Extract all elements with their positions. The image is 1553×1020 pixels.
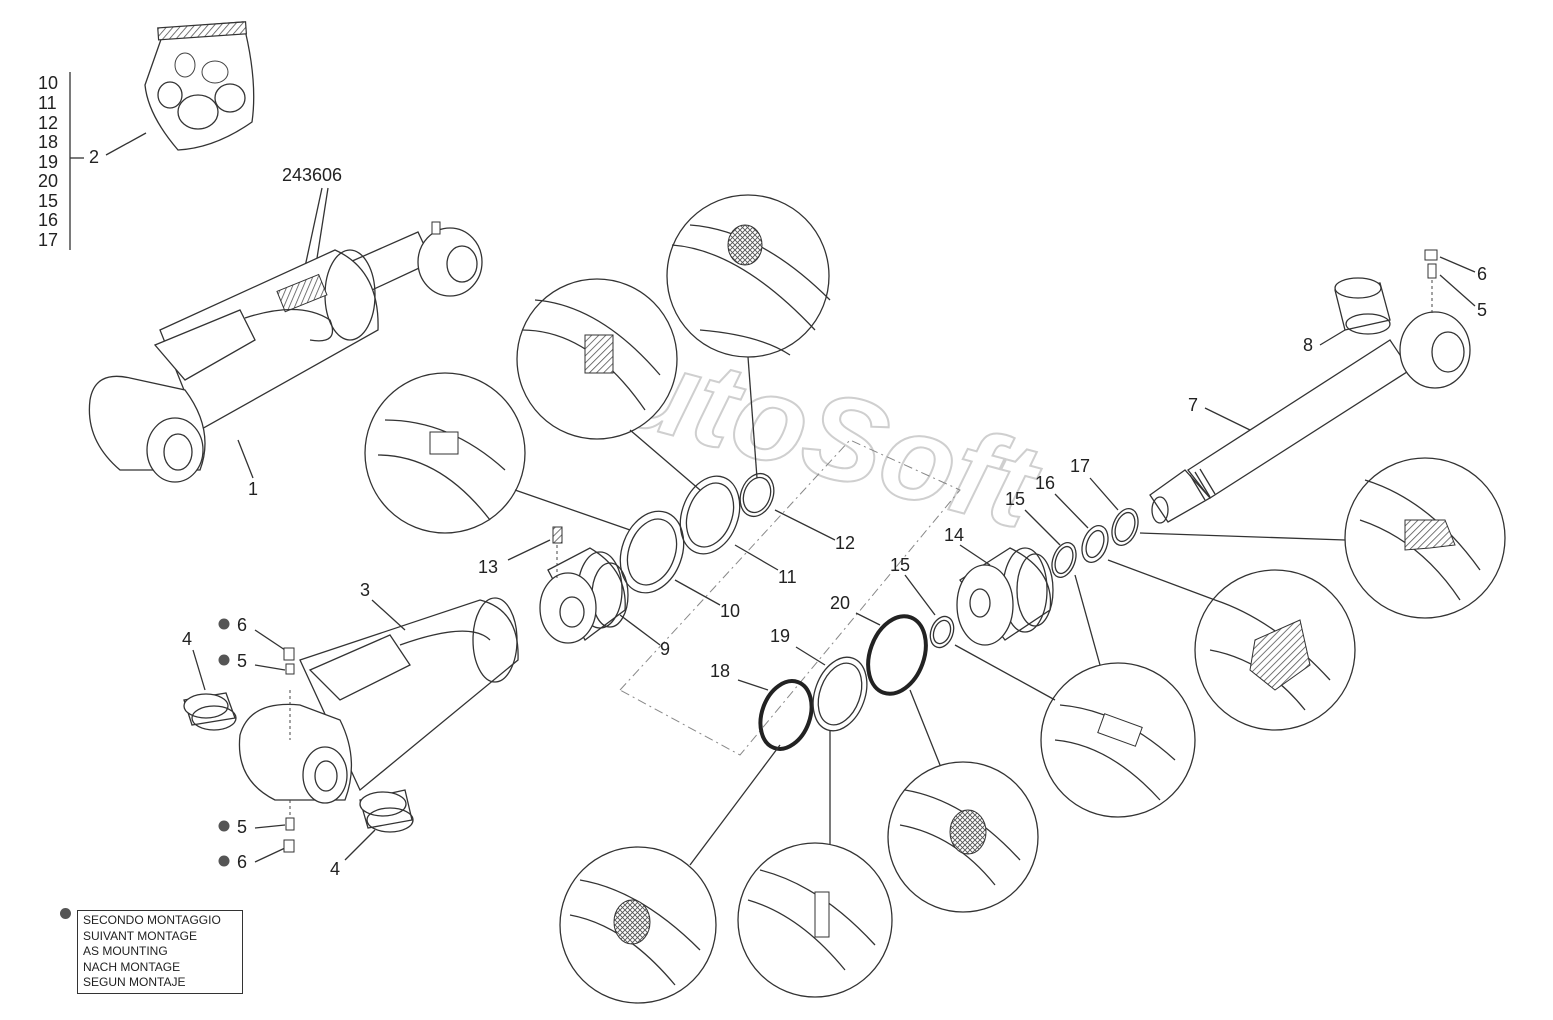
legend-line: NACH MONTAGE (83, 959, 181, 974)
callout-15-upper: 15 (1005, 489, 1025, 509)
detail-circle-ring-18 (559, 744, 781, 1004)
set-screw (552, 526, 563, 580)
ring-12 (739, 472, 775, 518)
callout-18: 18 (710, 661, 730, 681)
svg-text:19: 19 (38, 152, 58, 172)
reference-code: 243606 (282, 165, 342, 185)
legend-line: SUIVANT MONTAGE (83, 928, 198, 943)
grease-fittings-right (1424, 249, 1438, 315)
ring-16 (1081, 525, 1109, 563)
piston (539, 547, 629, 644)
detail-circle-ring-16 (1107, 559, 1356, 731)
callout-7: 7 (1188, 395, 1198, 415)
mounting-marker-icon (60, 908, 71, 919)
rod-bushing (1334, 277, 1391, 335)
detail-circle-ring-12 (666, 194, 831, 479)
callout-1: 1 (248, 479, 258, 499)
ring-15-small (929, 615, 955, 649)
callout-6-rod: 6 (1477, 264, 1487, 284)
callout-13: 13 (478, 557, 498, 577)
ring-19 (812, 656, 868, 732)
callout-19: 19 (770, 626, 790, 646)
svg-text:6: 6 (237, 852, 247, 872)
callout-17: 17 (1070, 456, 1090, 476)
callout-4-upper: 4 (182, 629, 192, 649)
assembled-cylinder (88, 221, 483, 483)
svg-text:18: 18 (38, 132, 58, 152)
callout-12: 12 (835, 533, 855, 553)
callout-4-lower: 4 (330, 859, 340, 879)
svg-text:15: 15 (38, 191, 58, 211)
detail-circle-ring-17 (1139, 457, 1506, 619)
legend-line: AS MOUNTING (83, 944, 168, 959)
bushing-lower (359, 789, 414, 833)
svg-text:10: 10 (38, 73, 58, 93)
detail-circle-ring-15 (954, 574, 1196, 818)
svg-text:11: 11 (38, 93, 57, 113)
exploded-area-outline (619, 439, 961, 756)
svg-text:5: 5 (237, 651, 247, 671)
callout-15-lower: 15 (890, 555, 910, 575)
callout-14: 14 (944, 525, 964, 545)
callout-8: 8 (1303, 335, 1313, 355)
svg-text:16: 16 (38, 210, 58, 230)
callout-2: 2 (89, 147, 99, 167)
kit-number-list: 10 11 12 18 19 20 15 16 17 (38, 72, 84, 250)
svg-text:17: 17 (38, 230, 58, 250)
piston-rod (1149, 311, 1471, 524)
ring-11 (679, 475, 741, 555)
gland-head (956, 547, 1054, 646)
svg-text:20: 20 (38, 171, 58, 191)
svg-text:6: 6 (237, 615, 247, 635)
grease-fittings-left: 6 5 5 6 (218, 615, 295, 872)
ring-20 (866, 614, 928, 696)
detail-circle-ring-11 (516, 278, 701, 491)
callout-5-rod: 5 (1477, 300, 1487, 320)
ring-17 (1111, 508, 1139, 546)
detail-circle-ring-19 (737, 730, 893, 998)
seal-kit-bag (144, 21, 255, 151)
ring-15-upper (1051, 542, 1077, 578)
bushing-upper (183, 692, 237, 731)
svg-text:5: 5 (237, 817, 247, 837)
cylinder-barrel (238, 597, 519, 820)
callout-3: 3 (360, 580, 370, 600)
legend-line: SEGUN MONTAJE (83, 975, 186, 990)
svg-text:12: 12 (38, 113, 58, 133)
callout-16: 16 (1035, 473, 1055, 493)
detail-circle-ring-20 (887, 689, 1039, 913)
callout-11: 11 (778, 567, 797, 587)
mounting-legend: SECONDO MONTAGGIO SUIVANT MONTAGE AS MOU… (77, 910, 243, 994)
legend-line: SECONDO MONTAGGIO (83, 913, 221, 927)
detail-circle-ring-10 (364, 372, 631, 534)
callout-9: 9 (660, 639, 670, 659)
ring-10 (619, 510, 685, 594)
callout-20: 20 (830, 593, 850, 613)
callout-10: 10 (720, 601, 740, 621)
ring-18 (758, 679, 814, 751)
